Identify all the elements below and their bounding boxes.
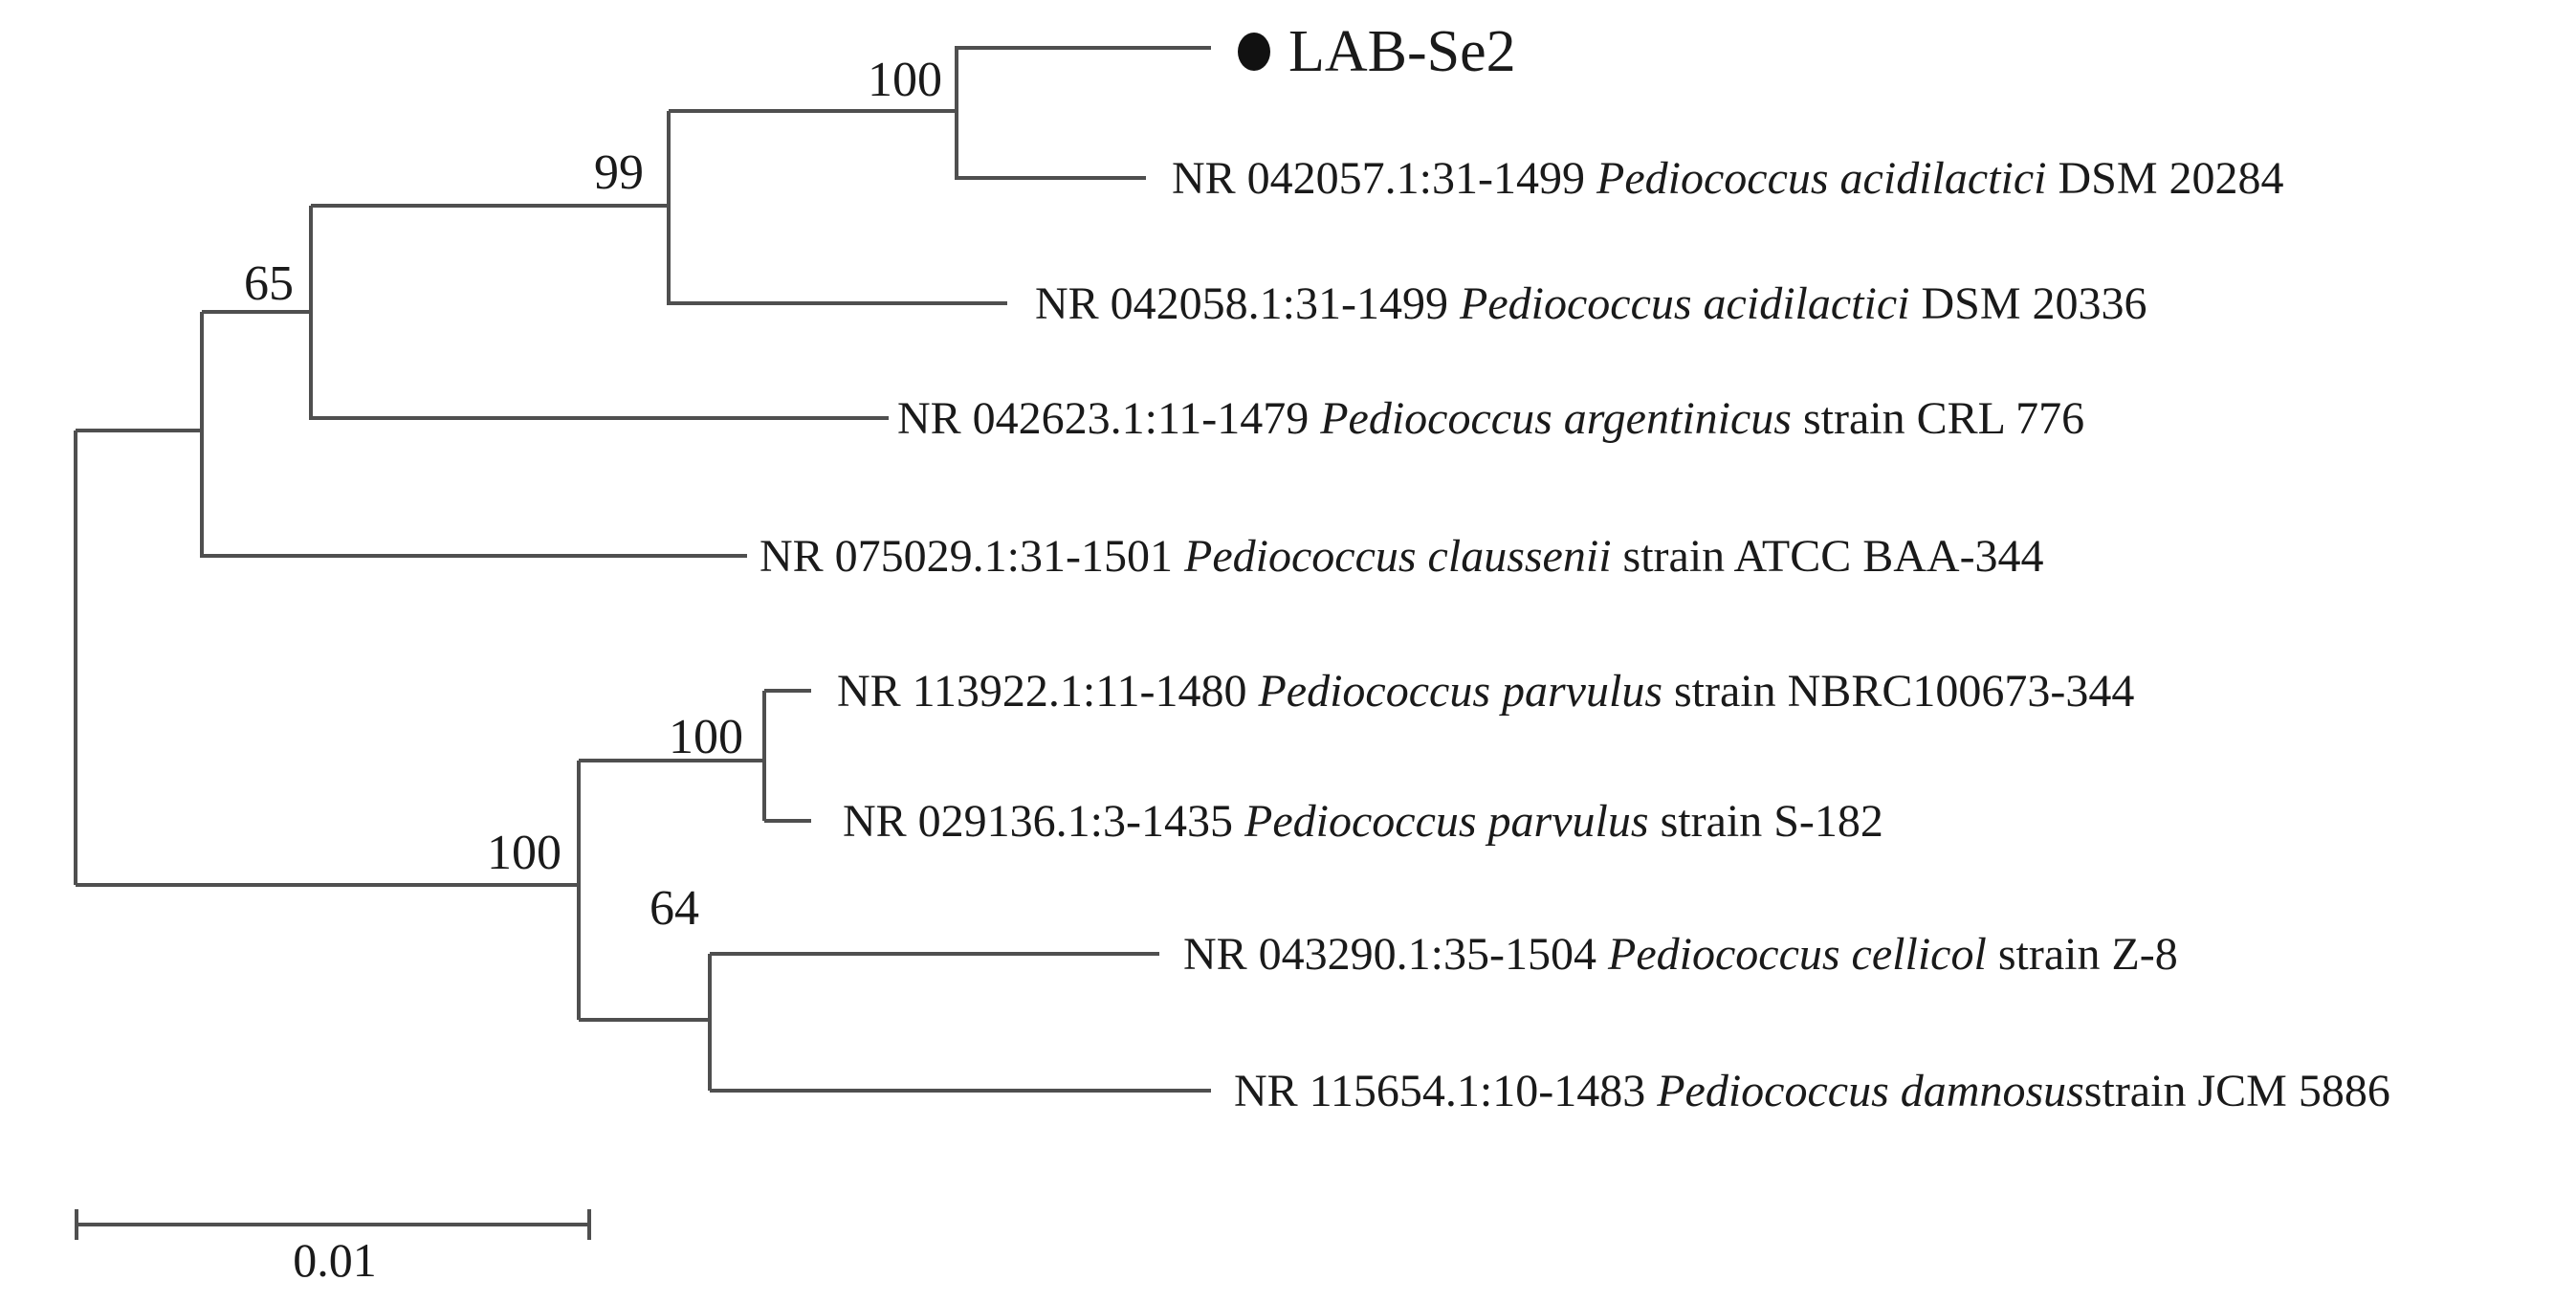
taxon-label-042057: NR 042057.1:31-1499 Pediococcus acidilac… — [1172, 153, 2284, 204]
taxon-accession: NR 075029.1:31-1501 — [760, 531, 1184, 582]
tree-branches — [74, 46, 1211, 1093]
taxon-label-042058: NR 042058.1:31-1499 Pediococcus acidilac… — [1035, 278, 2147, 329]
taxon-accession: NR 113922.1:11-1480 — [837, 666, 1258, 717]
taxon-accession: NR 042623.1:11-1479 — [897, 393, 1320, 444]
taxon-species-italic: Pediococcus acidilactici — [1596, 153, 2046, 204]
branch-node65 — [309, 206, 889, 420]
taxon-strain: strain ATCC BAA-344 — [1612, 531, 2044, 582]
taxon-label-lab-se2: LAB-Se2 — [1288, 19, 1516, 84]
taxon-strain: DSM 20336 — [1909, 278, 2147, 329]
taxon-strain: strain NBRC100673-344 — [1662, 666, 2134, 717]
bootstrap-label-99: 99 — [594, 145, 644, 200]
taxon-species-italic: Pediococcus acidilactici — [1459, 278, 1909, 329]
taxon-species-italic: Pediococcus cellicol — [1607, 929, 1987, 980]
taxon-accession: NR 042058.1:31-1499 — [1035, 278, 1460, 329]
bootstrap-label-top-100: 100 — [868, 53, 942, 107]
taxon-accession: NR 042057.1:31-1499 — [1172, 153, 1596, 204]
taxon-accession: NR 115654.1:10-1483 — [1234, 1066, 1657, 1116]
taxon-strain: strain S-182 — [1649, 796, 1883, 847]
taxon-label-113922: NR 113922.1:11-1480 Pediococcus parvulus… — [837, 666, 2134, 717]
taxon-species-italic: Pediococcus argentinicus — [1319, 393, 1792, 444]
taxon-strain: strain CRL 776 — [1792, 393, 2084, 444]
scale-bar-label: 0.01 — [293, 1233, 377, 1287]
branch-node99 — [667, 111, 1007, 305]
taxa-labels: LAB-Se2 NR 042057.1:31-1499 Pediococcus … — [760, 19, 2390, 1116]
bootstrap-label-65: 65 — [244, 256, 294, 311]
taxon-label-043290: NR 043290.1:35-1504 Pediococcus cellicol… — [1183, 929, 2178, 980]
bootstrap-label-lower-100: 100 — [487, 826, 561, 880]
taxon-strain: strain Z-8 — [1987, 929, 2178, 980]
bootstrap-labels: 100 99 65 100 100 64 — [244, 53, 942, 936]
taxon-accession: NR 043290.1:35-1504 — [1183, 929, 1608, 980]
taxon-label-029136: NR 029136.1:3-1435 Pediococcus parvulus … — [843, 796, 1883, 847]
taxon-species-italic: Pediococcus parvulus — [1257, 666, 1662, 717]
lab-se2-highlight-circle-icon — [1238, 33, 1270, 71]
taxon-name: LAB-Se2 — [1288, 19, 1516, 84]
taxon-strain: strain JCM 5886 — [2084, 1066, 2390, 1116]
taxon-label-042623: NR 042623.1:11-1479 Pediococcus argentin… — [897, 393, 2084, 444]
scale-bar: 0.01 — [75, 1209, 591, 1287]
taxon-species-italic: Pediococcus parvulus — [1244, 796, 1649, 847]
bootstrap-label-parvulus-100: 100 — [669, 710, 743, 764]
taxon-species-italic: Pediococcus claussenii — [1183, 531, 1612, 582]
taxon-strain: DSM 20284 — [2046, 153, 2283, 204]
taxon-accession: NR 029136.1:3-1435 — [843, 796, 1244, 847]
taxon-label-115654: NR 115654.1:10-1483 Pediococcus damnosus… — [1234, 1066, 2390, 1116]
bootstrap-label-64: 64 — [650, 881, 699, 936]
taxon-species-italic: Pediococcus damnosus — [1656, 1066, 2084, 1116]
branch-upper-unlabeled-node — [200, 312, 747, 558]
taxon-label-075029: NR 075029.1:31-1501 Pediococcus claussen… — [760, 531, 2044, 582]
